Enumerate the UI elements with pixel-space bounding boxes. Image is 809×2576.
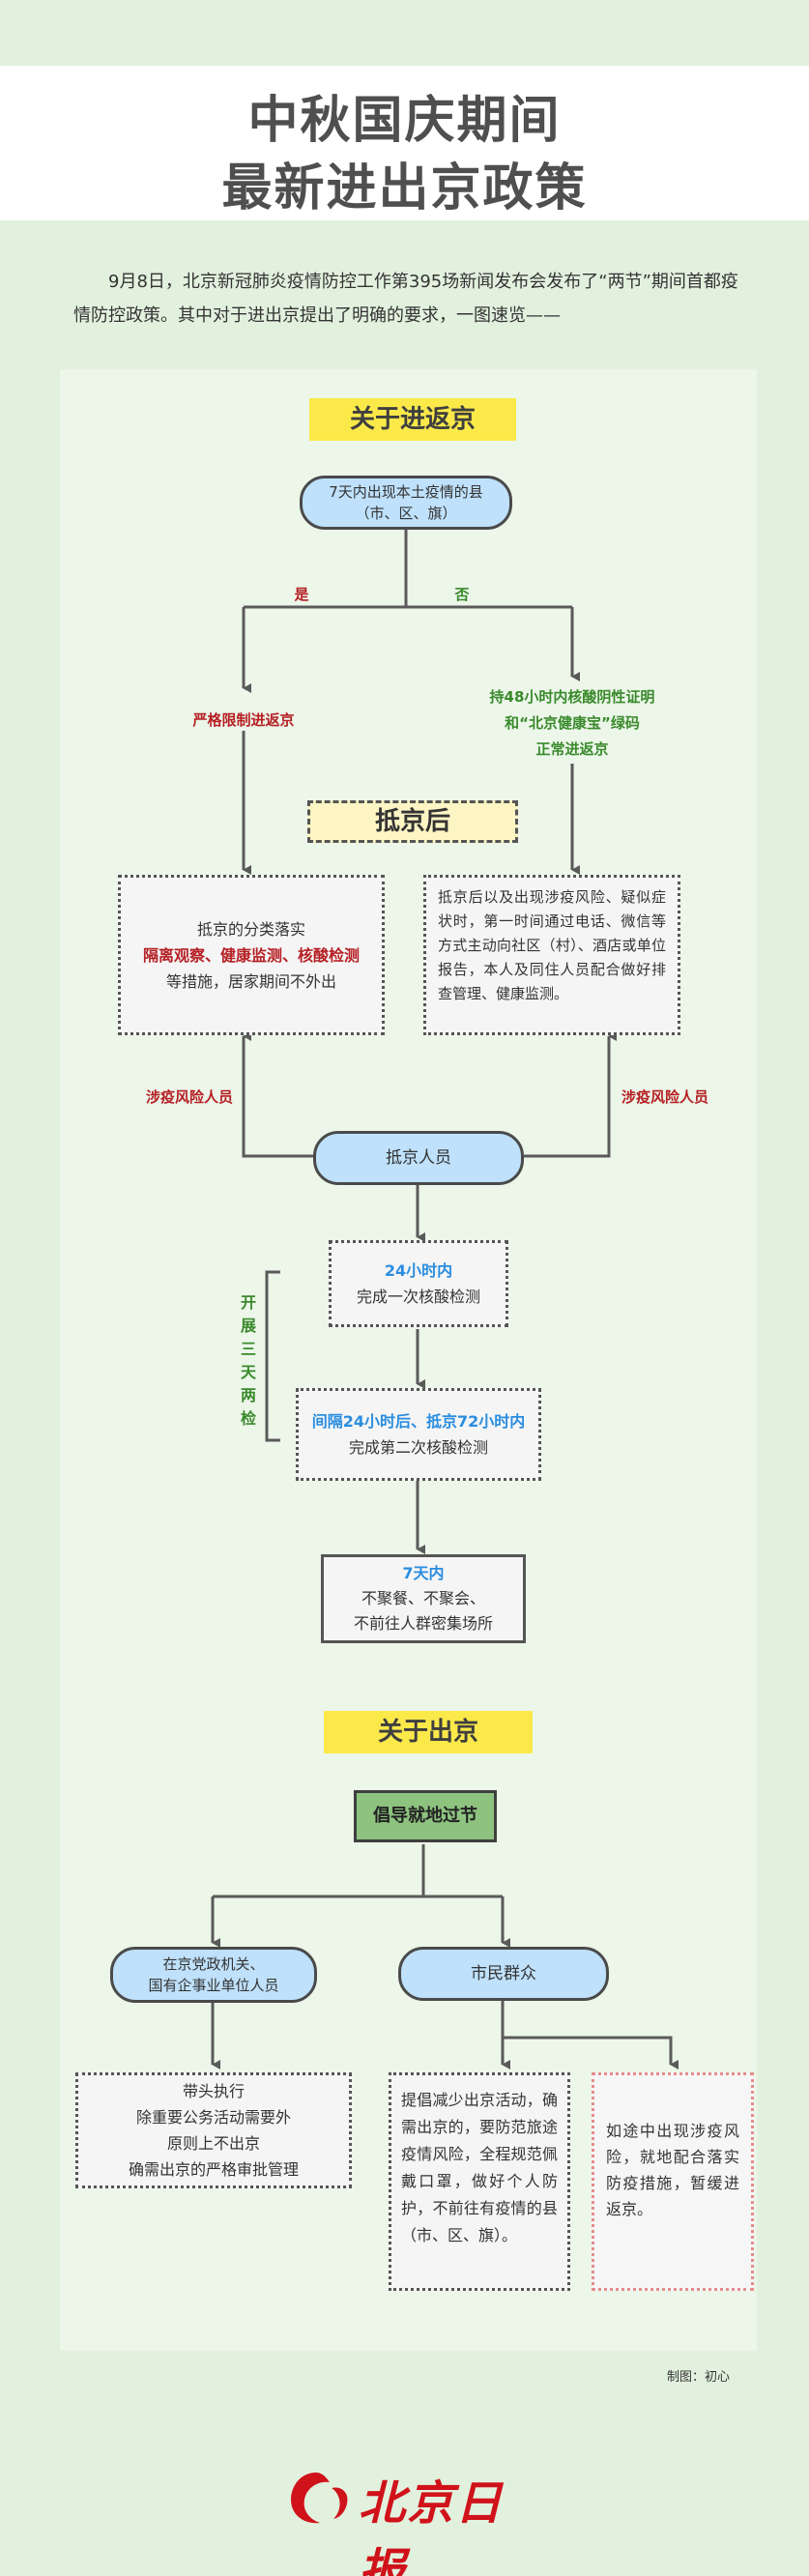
page-title-line1: 中秋国庆期间 xyxy=(247,92,562,150)
intro-paragraph: 9月8日，北京新冠肺炎疫情防控工作第395场新闻发布会发布了“两节”期间首都疫情… xyxy=(73,272,738,326)
credit-text: 制图：初心 xyxy=(667,2370,731,2385)
gov-box-line1: 带头执行 xyxy=(182,2082,245,2100)
arrival-node: 抵京人员 xyxy=(313,1131,524,1185)
test2-box: 间隔24小时后、抵京72小时内 完成第二次核酸检测 xyxy=(296,1388,541,1481)
branch-yes-label: 是 xyxy=(294,586,309,603)
risk-label-right: 涉疫风险人员 xyxy=(621,1088,708,1106)
gov-node-line2: 国有企事业单位人员 xyxy=(148,1977,279,1994)
no-result-line3: 正常进返京 xyxy=(535,740,609,758)
test1-line1: 24小时内 xyxy=(384,1261,453,1280)
right-report-box: 抵京后以及出现涉疫风险、疑似症状时，第一时间通过电话、微信等方式主动向社区（村）… xyxy=(423,875,680,1035)
gov-box-line3: 原则上不出京 xyxy=(166,2134,260,2153)
page-title-line2: 最新进出京政策 xyxy=(221,159,588,217)
test1-line2: 完成一次核酸检测 xyxy=(356,1288,480,1306)
left-box-line2: 隔离观察、健康监测、核酸检测 xyxy=(142,945,360,965)
section-title-leave: 关于出京 xyxy=(324,1711,533,1753)
yes-result: 严格限制进返京 xyxy=(192,711,295,729)
line-arrival-left xyxy=(242,1031,315,1158)
risk-advice-box: 如途中出现涉疫风险，就地配合落实防疫措施，暂缓进返京。 xyxy=(592,2072,754,2291)
logo-text: 北京日报 xyxy=(359,2476,505,2576)
left-measures-box: 抵京的分类落实 隔离观察、健康监测、核酸检测 等措施，居家期间不外出 xyxy=(118,875,385,1035)
left-box-line3: 等措施，居家期间不外出 xyxy=(165,971,336,991)
start-node-line2: （市、区、旗） xyxy=(355,505,457,522)
gov-staff-node: 在京党政机关、 国有企事业单位人员 xyxy=(110,1947,317,2003)
risk-label-left: 涉疫风险人员 xyxy=(145,1088,233,1106)
section-title-enter: 关于进返京 xyxy=(309,398,516,441)
seven-days-line2: 不聚餐、不聚会、 xyxy=(361,1589,485,1607)
seven-days-line3: 不前往人群密集场所 xyxy=(353,1614,493,1633)
test1-box: 24小时内 完成一次核酸检测 xyxy=(329,1240,508,1327)
no-result-line2: 和“北京健康宝”绿码 xyxy=(505,714,640,732)
content-panel xyxy=(60,369,757,2351)
no-result: 持48小时内核酸阴性证明 和“北京健康宝”绿码 正常进返京 xyxy=(447,684,698,763)
advocate-box: 倡导就地过节 xyxy=(354,1790,497,1842)
start-node: 7天内出现本土疫情的县 （市、区、旗） xyxy=(300,476,512,530)
test2-line2: 完成第二次核酸检测 xyxy=(348,1438,488,1457)
line-citizen-right xyxy=(503,2036,679,2069)
beijing-daily-logo: 北京日报 xyxy=(287,2459,538,2576)
test2-line1: 间隔24小时后、抵京72小时内 xyxy=(311,1412,526,1431)
citizen-node: 市民群众 xyxy=(398,1947,609,2001)
gov-rule-box: 带头执行 除重要公务活动需要外 原则上不出京 确需出京的严格审批管理 xyxy=(75,2072,352,2188)
seven-days-box: 7天内 不聚餐、不聚会、 不前往人群密集场所 xyxy=(321,1554,526,1643)
bracket xyxy=(265,1270,280,1442)
gov-box-line2: 除重要公务活动需要外 xyxy=(135,2108,291,2127)
side-label-three-tests: 开展三天两检 xyxy=(240,1293,256,1428)
no-result-line1: 持48小时内核酸阴性证明 xyxy=(489,688,655,706)
after-arrival-title: 抵京后 xyxy=(307,800,518,843)
left-box-line1: 抵京的分类落实 xyxy=(196,919,305,939)
gov-node-line1: 在京党政机关、 xyxy=(162,1955,265,1973)
start-node-line1: 7天内出现本土疫情的县 xyxy=(329,483,483,501)
seven-days-line1: 7天内 xyxy=(402,1564,445,1582)
gov-box-line4: 确需出京的严格审批管理 xyxy=(128,2160,299,2179)
line-arrival-right xyxy=(522,1031,617,1158)
title-band xyxy=(0,66,809,220)
citizen-advice-box: 提倡减少出京活动，确需出京的，要防范旅途疫情风险，全程规范佩戴口罩，做好个人防护… xyxy=(389,2072,570,2291)
logo-emblem-icon xyxy=(291,2473,348,2524)
branch-no-label: 否 xyxy=(454,586,470,603)
